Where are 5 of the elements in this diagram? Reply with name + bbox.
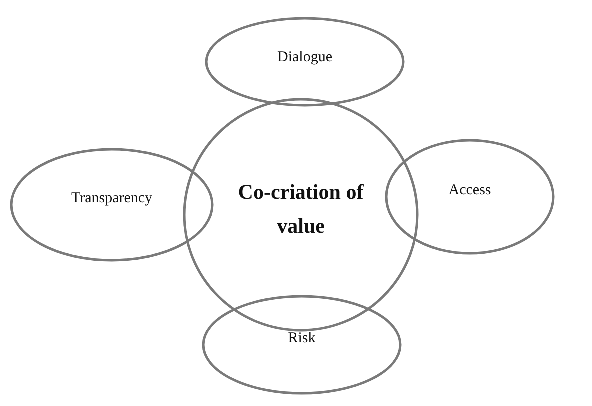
node-label: Transparency <box>71 190 153 208</box>
node-label: Access <box>448 182 492 200</box>
center-title: Co-criation of value <box>237 179 365 240</box>
node-label: Risk <box>288 330 316 348</box>
node-label: Dialogue <box>278 50 332 66</box>
